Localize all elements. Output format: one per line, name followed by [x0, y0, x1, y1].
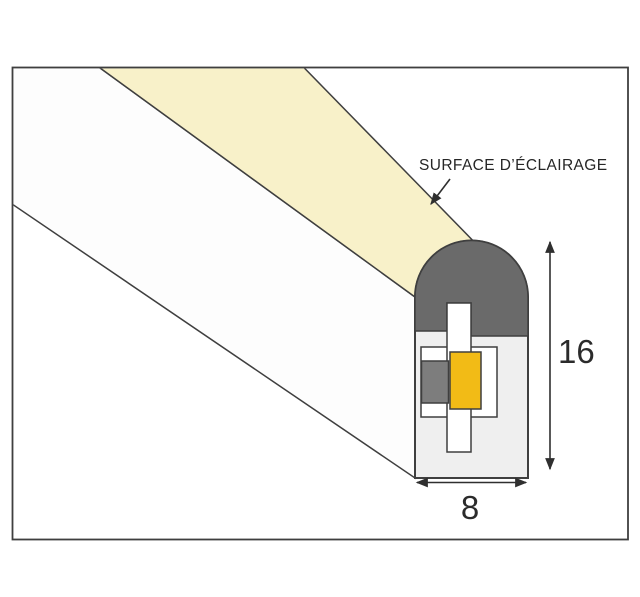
- width-dimension-value: 8: [461, 489, 479, 526]
- frame-border: [11, 66, 629, 541]
- surface-annotation: SURFACE D’ÉCLAIRAGE: [419, 157, 607, 206]
- height-dimension-value: 16: [558, 333, 595, 370]
- led-strip: [449, 351, 482, 410]
- silicone-dome: [414, 239, 529, 337]
- neon-tube: [13, 68, 529, 480]
- cross-section: [414, 239, 529, 479]
- mounting-block: [420, 360, 450, 404]
- surface-label: SURFACE D’ÉCLAIRAGE: [419, 157, 607, 174]
- width-dimension: 8: [415, 477, 528, 526]
- label-arrow-line: [430, 178, 451, 206]
- height-dimension: 16: [545, 240, 595, 471]
